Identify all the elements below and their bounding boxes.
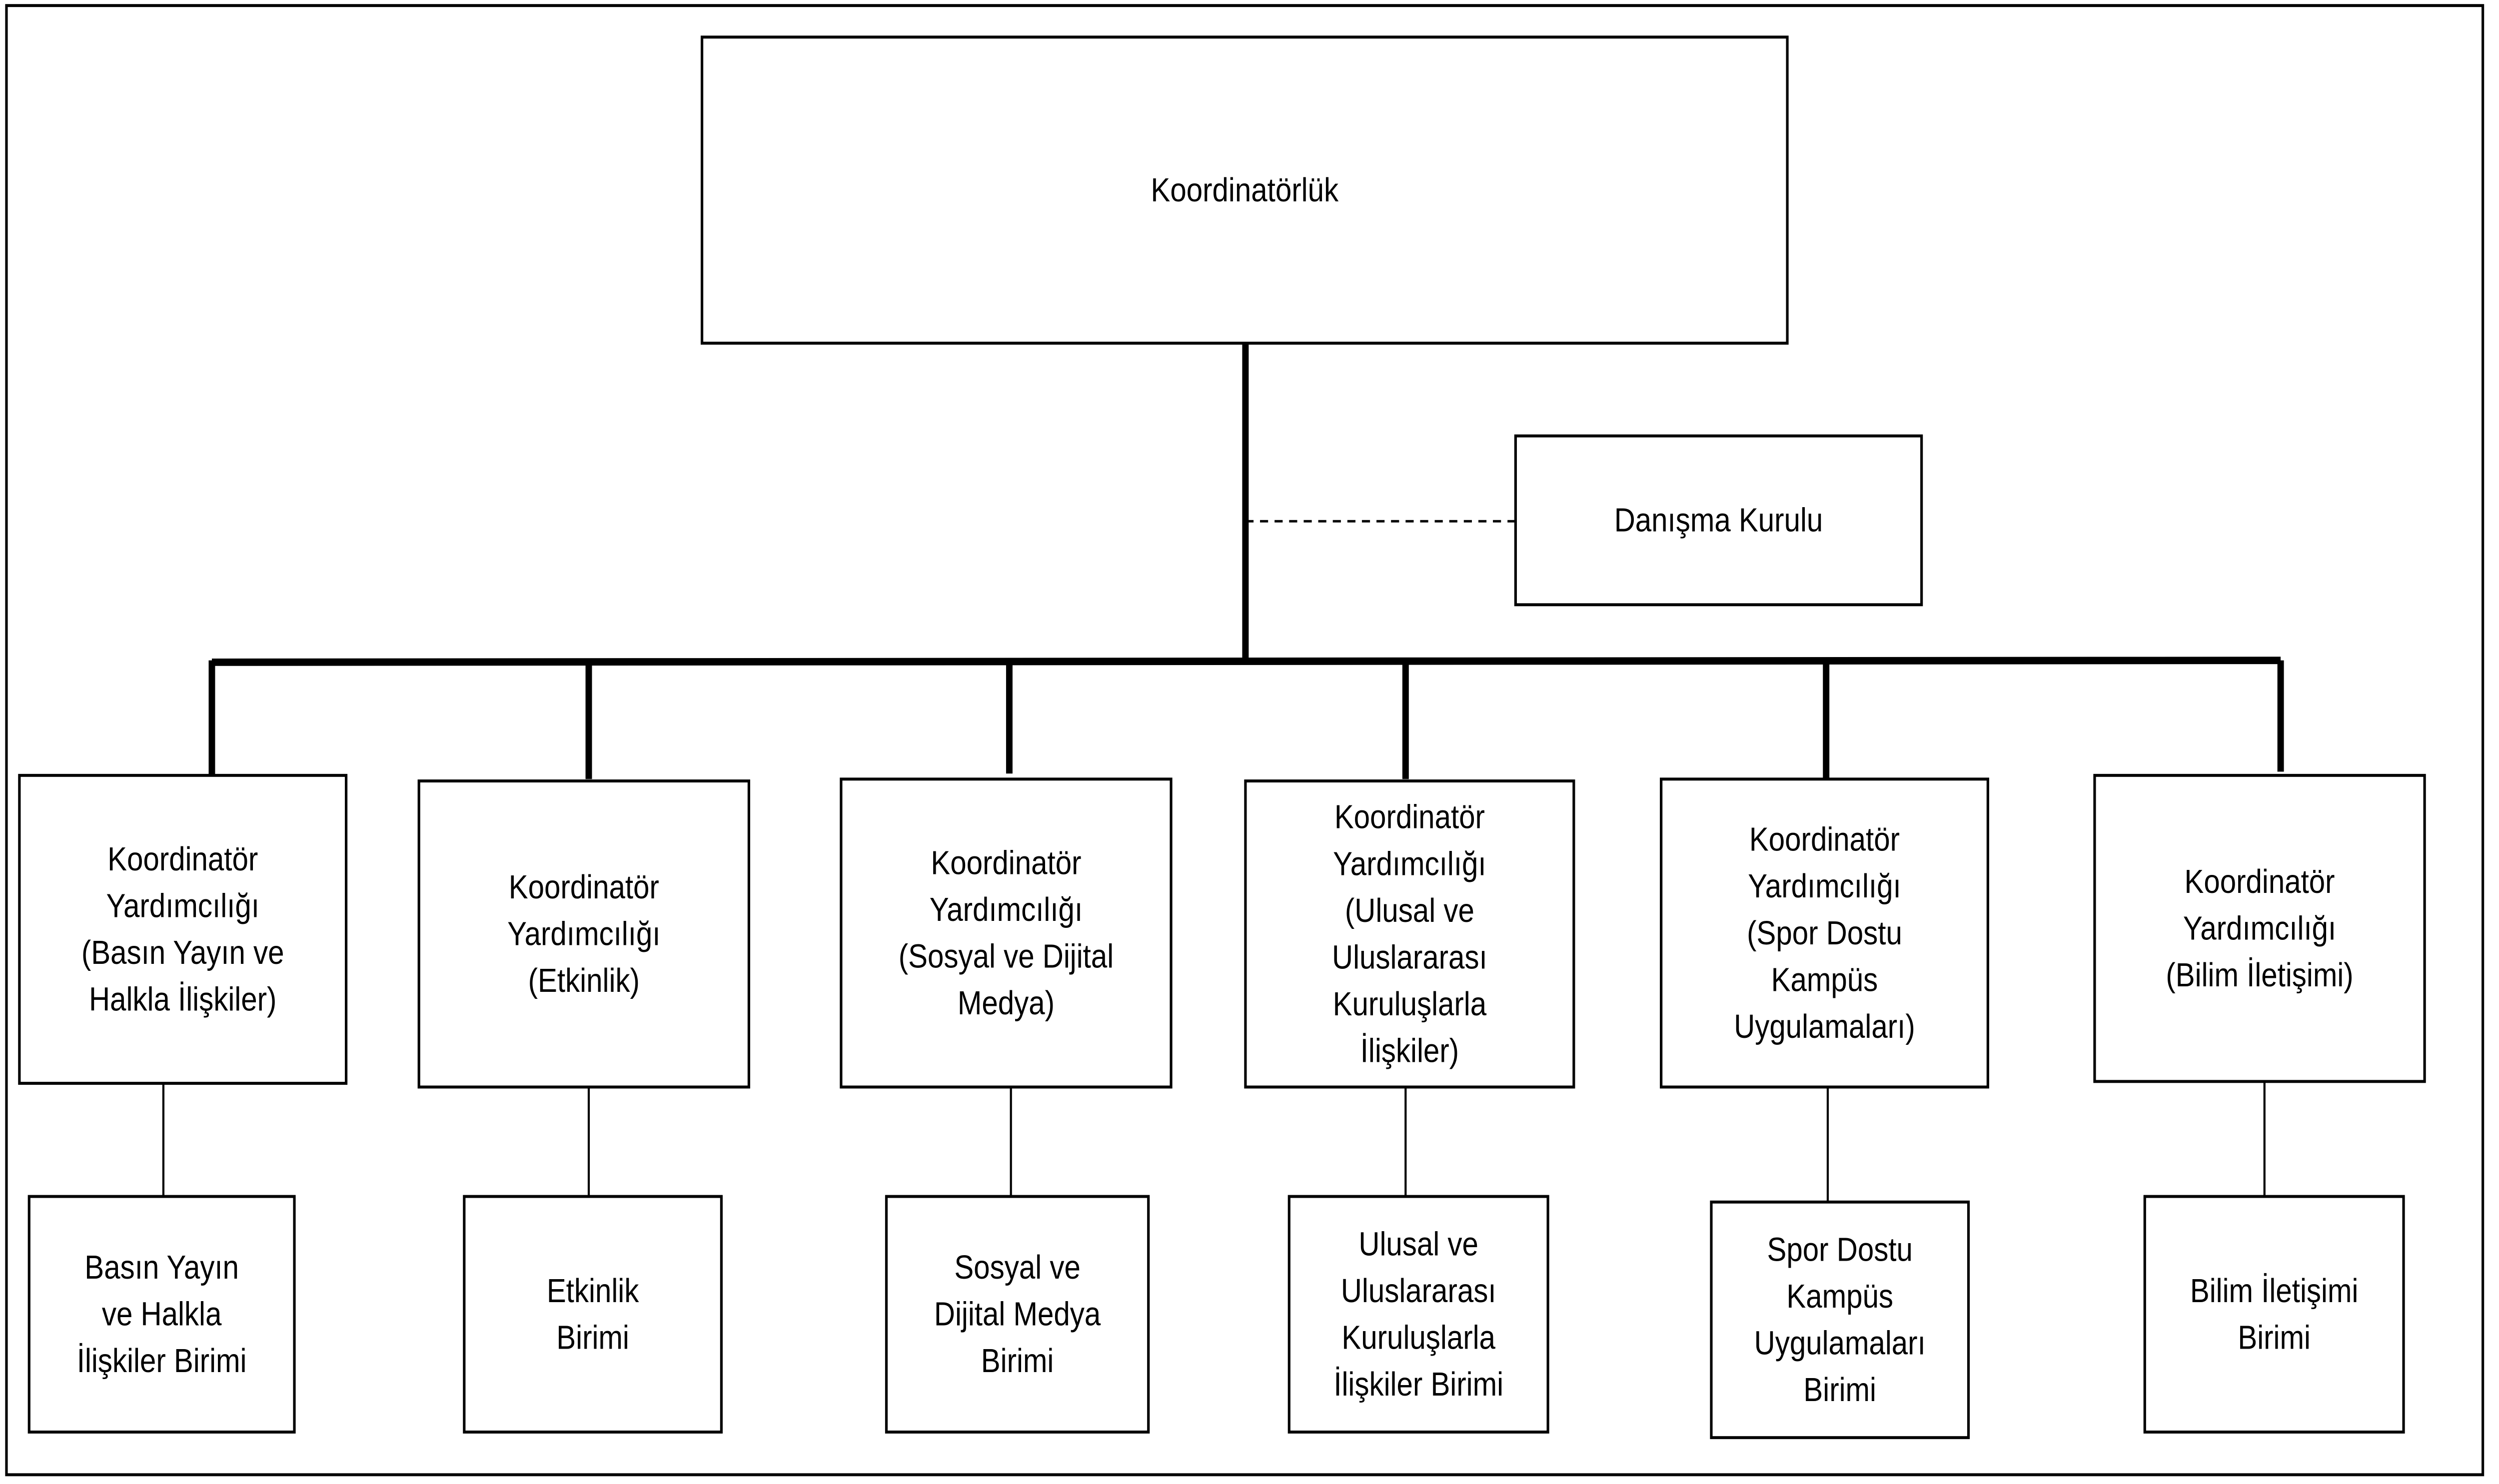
box-label-line: Kampüs — [1771, 961, 1878, 999]
box-label-line: (Bilim İletişimi) — [2166, 956, 2353, 994]
box-label-line: Koordinatör — [509, 868, 659, 906]
root-box-koordinatorluk: Koordinatörlük — [700, 35, 1789, 345]
box-label-line: Koordinatör — [931, 844, 1081, 882]
box-label-line: Koordinatör — [1749, 821, 1900, 858]
box-border — [18, 773, 348, 1085]
box-label-line: (Ulusal ve — [1345, 892, 1474, 929]
box-label-line: Uluslararası — [1341, 1272, 1496, 1310]
box-label-line: (Sosyal ve Dijital — [899, 938, 1114, 975]
unit-box: Ulusal ve UluslararasıKuruluşlarlaİlişkil… — [1287, 1195, 1549, 1434]
box-label-line: Etkinlik — [547, 1272, 639, 1310]
box-border — [1287, 1195, 1549, 1434]
box-label-line: Yardımcılığı — [2183, 910, 2336, 947]
box-border — [417, 779, 750, 1089]
box-label-line: Sosyal ve — [954, 1249, 1081, 1286]
box-label-line: İlişkiler Birimi — [77, 1343, 247, 1380]
box-label-line: Bilim İletişimi — [2190, 1272, 2359, 1310]
box-label-line: (Basın Yayın ve — [81, 934, 284, 971]
box-label-line: Birimi — [981, 1343, 1054, 1380]
box-label-line: Yardımcılığı — [106, 887, 259, 925]
box-label-line: Basın Yayın — [84, 1249, 239, 1286]
box-border — [1244, 779, 1575, 1089]
box-label-line: Yardımcılığı — [507, 915, 660, 953]
box-border — [885, 1195, 1150, 1434]
box-label-line: Birimi — [556, 1319, 629, 1357]
box-label-line: Yardımcılığı — [1333, 845, 1486, 883]
box-label-line: ve Halkla — [102, 1296, 222, 1333]
box-border — [27, 1195, 296, 1434]
box-label-line: Dijital Medya — [934, 1296, 1101, 1333]
box-label-line: Ulusal ve — [1358, 1226, 1478, 1263]
box-label-line: (Spor Dostu — [1747, 914, 1902, 952]
box-label-line: Kuruluşlarla — [1341, 1319, 1495, 1357]
box-label-line: İlişkiler) — [1360, 1032, 1459, 1070]
box-label-line: Uluslararası — [1332, 939, 1487, 976]
box-label-line: Birimi — [1803, 1371, 1876, 1409]
box-label-line: Koordinatör — [1334, 798, 1485, 836]
box-label-line: Koordinatörlük — [1151, 171, 1339, 209]
box-border — [840, 777, 1173, 1089]
box-label-line: Danışma Kurulu — [1614, 502, 1823, 539]
box-border — [463, 1195, 723, 1434]
box-label-line: Uygulamaları) — [1734, 1008, 1915, 1045]
box-label-line: Kampüs — [1786, 1278, 1893, 1315]
box-border — [1514, 434, 1923, 607]
advisory-box-danisma-kurulu: Danışma Kurulu — [1514, 434, 1923, 607]
box-label-line: Medya) — [958, 984, 1055, 1022]
box-border — [700, 35, 1789, 345]
box-label-line: Halkla İlişkiler) — [89, 981, 276, 1018]
box-border — [2143, 1195, 2405, 1434]
box-label-line: (Etkinlik) — [528, 962, 640, 999]
deputy-bus-line — [211, 657, 2281, 666]
outer-frame — [5, 4, 2485, 1477]
box-label-line: Uygulamaları — [1754, 1325, 1926, 1362]
box-label-line: Kuruluşlarla — [1333, 985, 1487, 1023]
box-border — [2093, 773, 2426, 1083]
box-label-line: Koordinatör — [107, 840, 258, 878]
box-border — [1660, 777, 1989, 1089]
box-label-line: Yardımcılığı — [930, 891, 1083, 928]
box-border — [1710, 1200, 1970, 1440]
box-label-line: Spor Dostu — [1767, 1231, 1913, 1269]
box-label-line: Birimi — [2238, 1319, 2311, 1357]
box-label-line: Koordinatör — [2184, 863, 2335, 900]
box-label-line: İlişkiler Birimi — [1333, 1366, 1503, 1403]
box-label-line: Yardımcılığı — [1748, 868, 1901, 905]
